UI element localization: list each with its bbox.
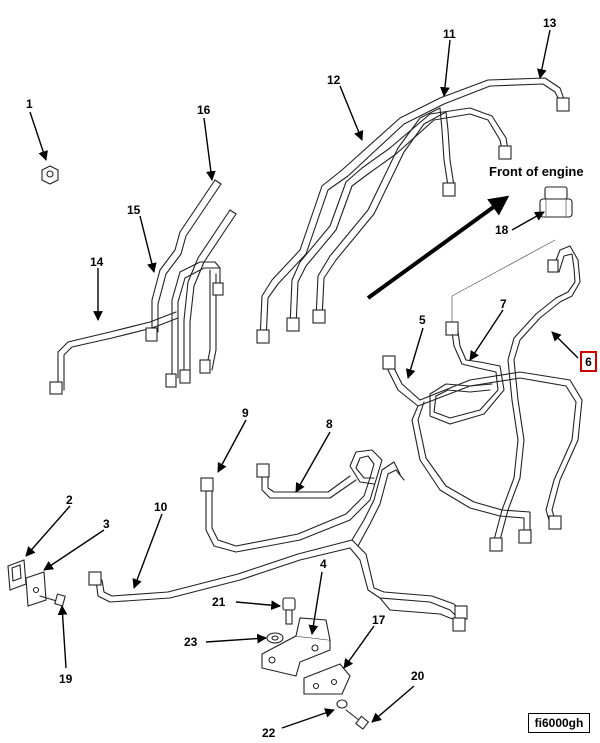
- callout-9: 9: [242, 406, 249, 420]
- clamp-plate-part-3: [25, 571, 47, 607]
- callout-15: 15: [127, 203, 141, 217]
- callout-7: 7: [500, 297, 507, 311]
- callout-3: 3: [103, 517, 110, 531]
- fitting-part-18: [539, 186, 573, 218]
- callout-labels: 1 16 15 14 12 11 13 18 5 7 8 9 10 2 3 19…: [26, 16, 557, 740]
- fuel-line-group-top: [259, 77, 566, 341]
- callout-8: 8: [326, 417, 333, 431]
- callout-20: 20: [411, 669, 425, 683]
- callout-16: 16: [197, 103, 211, 117]
- bolt-part-19: [39, 593, 66, 607]
- front-of-engine-label: Front of engine: [489, 164, 584, 179]
- callout-19: 19: [59, 672, 73, 686]
- highlighted-callout-6: 6: [580, 351, 597, 372]
- bolt-part-21: [282, 597, 296, 625]
- fuel-line-group-lower: [95, 449, 465, 629]
- callout-17: 17: [372, 613, 386, 627]
- fitting-nuts-top: [256, 97, 570, 344]
- callout-14: 14: [90, 255, 104, 269]
- hex-nut-part-1: [41, 165, 59, 185]
- washer-part-22: [336, 699, 348, 709]
- callout-10: 10: [154, 500, 168, 514]
- front-of-engine-arrow: [366, 195, 510, 300]
- callout-12: 12: [327, 73, 341, 87]
- fuel-line-group-right: [387, 245, 583, 541]
- clamp-part-2: [7, 559, 27, 591]
- bolt-part-20: [345, 709, 370, 730]
- callout-1: 1: [26, 97, 33, 111]
- bracket-part-4: [261, 617, 331, 677]
- fitting-nuts-left: [49, 282, 224, 395]
- callout-4: 4: [320, 557, 327, 571]
- callout-21: 21: [212, 595, 226, 609]
- callout-11: 11: [443, 27, 456, 41]
- callout-23: 23: [184, 635, 198, 649]
- reference-lines: [451, 239, 556, 326]
- fuel-line-group-left: [57, 179, 237, 391]
- washer-part-23: [266, 632, 284, 644]
- fitting-nuts-lower: [88, 463, 468, 632]
- callout-5: 5: [419, 313, 426, 327]
- fitting-nuts-right: [382, 259, 562, 552]
- callout-22: 22: [262, 726, 276, 740]
- bracket-part-17: [303, 663, 351, 695]
- figure-id-label: fi6000gh: [528, 713, 590, 733]
- callout-13: 13: [543, 16, 557, 30]
- callout-18: 18: [495, 223, 509, 237]
- leader-arrows: [25, 29, 579, 729]
- callout-2: 2: [66, 493, 73, 507]
